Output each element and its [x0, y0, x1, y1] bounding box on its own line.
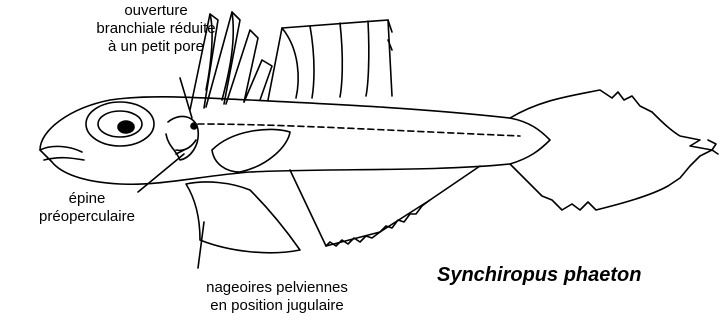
- species-name: Synchiropus phaeton: [437, 264, 641, 287]
- gill-opening-label-line-1: ouverture: [66, 2, 246, 20]
- anal-fin: [290, 166, 480, 246]
- gill-pore: [191, 123, 197, 129]
- gill-opening-label: ouverture branchiale réduite à un petit …: [66, 2, 246, 56]
- pelvic-fins-label-line-1: nageoires pelviennes: [162, 279, 392, 297]
- gill-opening-label-line-2: branchiale réduite: [66, 20, 246, 38]
- spine-leader-line: [138, 154, 184, 192]
- pectoral-fin: [212, 129, 290, 172]
- pelvic-fin: [186, 182, 300, 253]
- lateral-line: [198, 124, 520, 136]
- pelvic-fins-label-line-2: en position jugulaire: [162, 297, 392, 315]
- preopercular-spine-label: épine préoperculaire: [22, 190, 152, 226]
- preopercular-spine-label-line-1: épine: [22, 190, 152, 208]
- second-dorsal-fin: [268, 20, 392, 100]
- mouth: [40, 146, 84, 160]
- eye: [86, 102, 154, 146]
- caudal-fin: [510, 90, 718, 210]
- pelvic-fins-label: nageoires pelviennes en position jugulai…: [162, 279, 392, 315]
- preopercular-spine-label-line-2: préoperculaire: [22, 208, 152, 226]
- gill-opening-label-line-3: à un petit pore: [66, 38, 246, 56]
